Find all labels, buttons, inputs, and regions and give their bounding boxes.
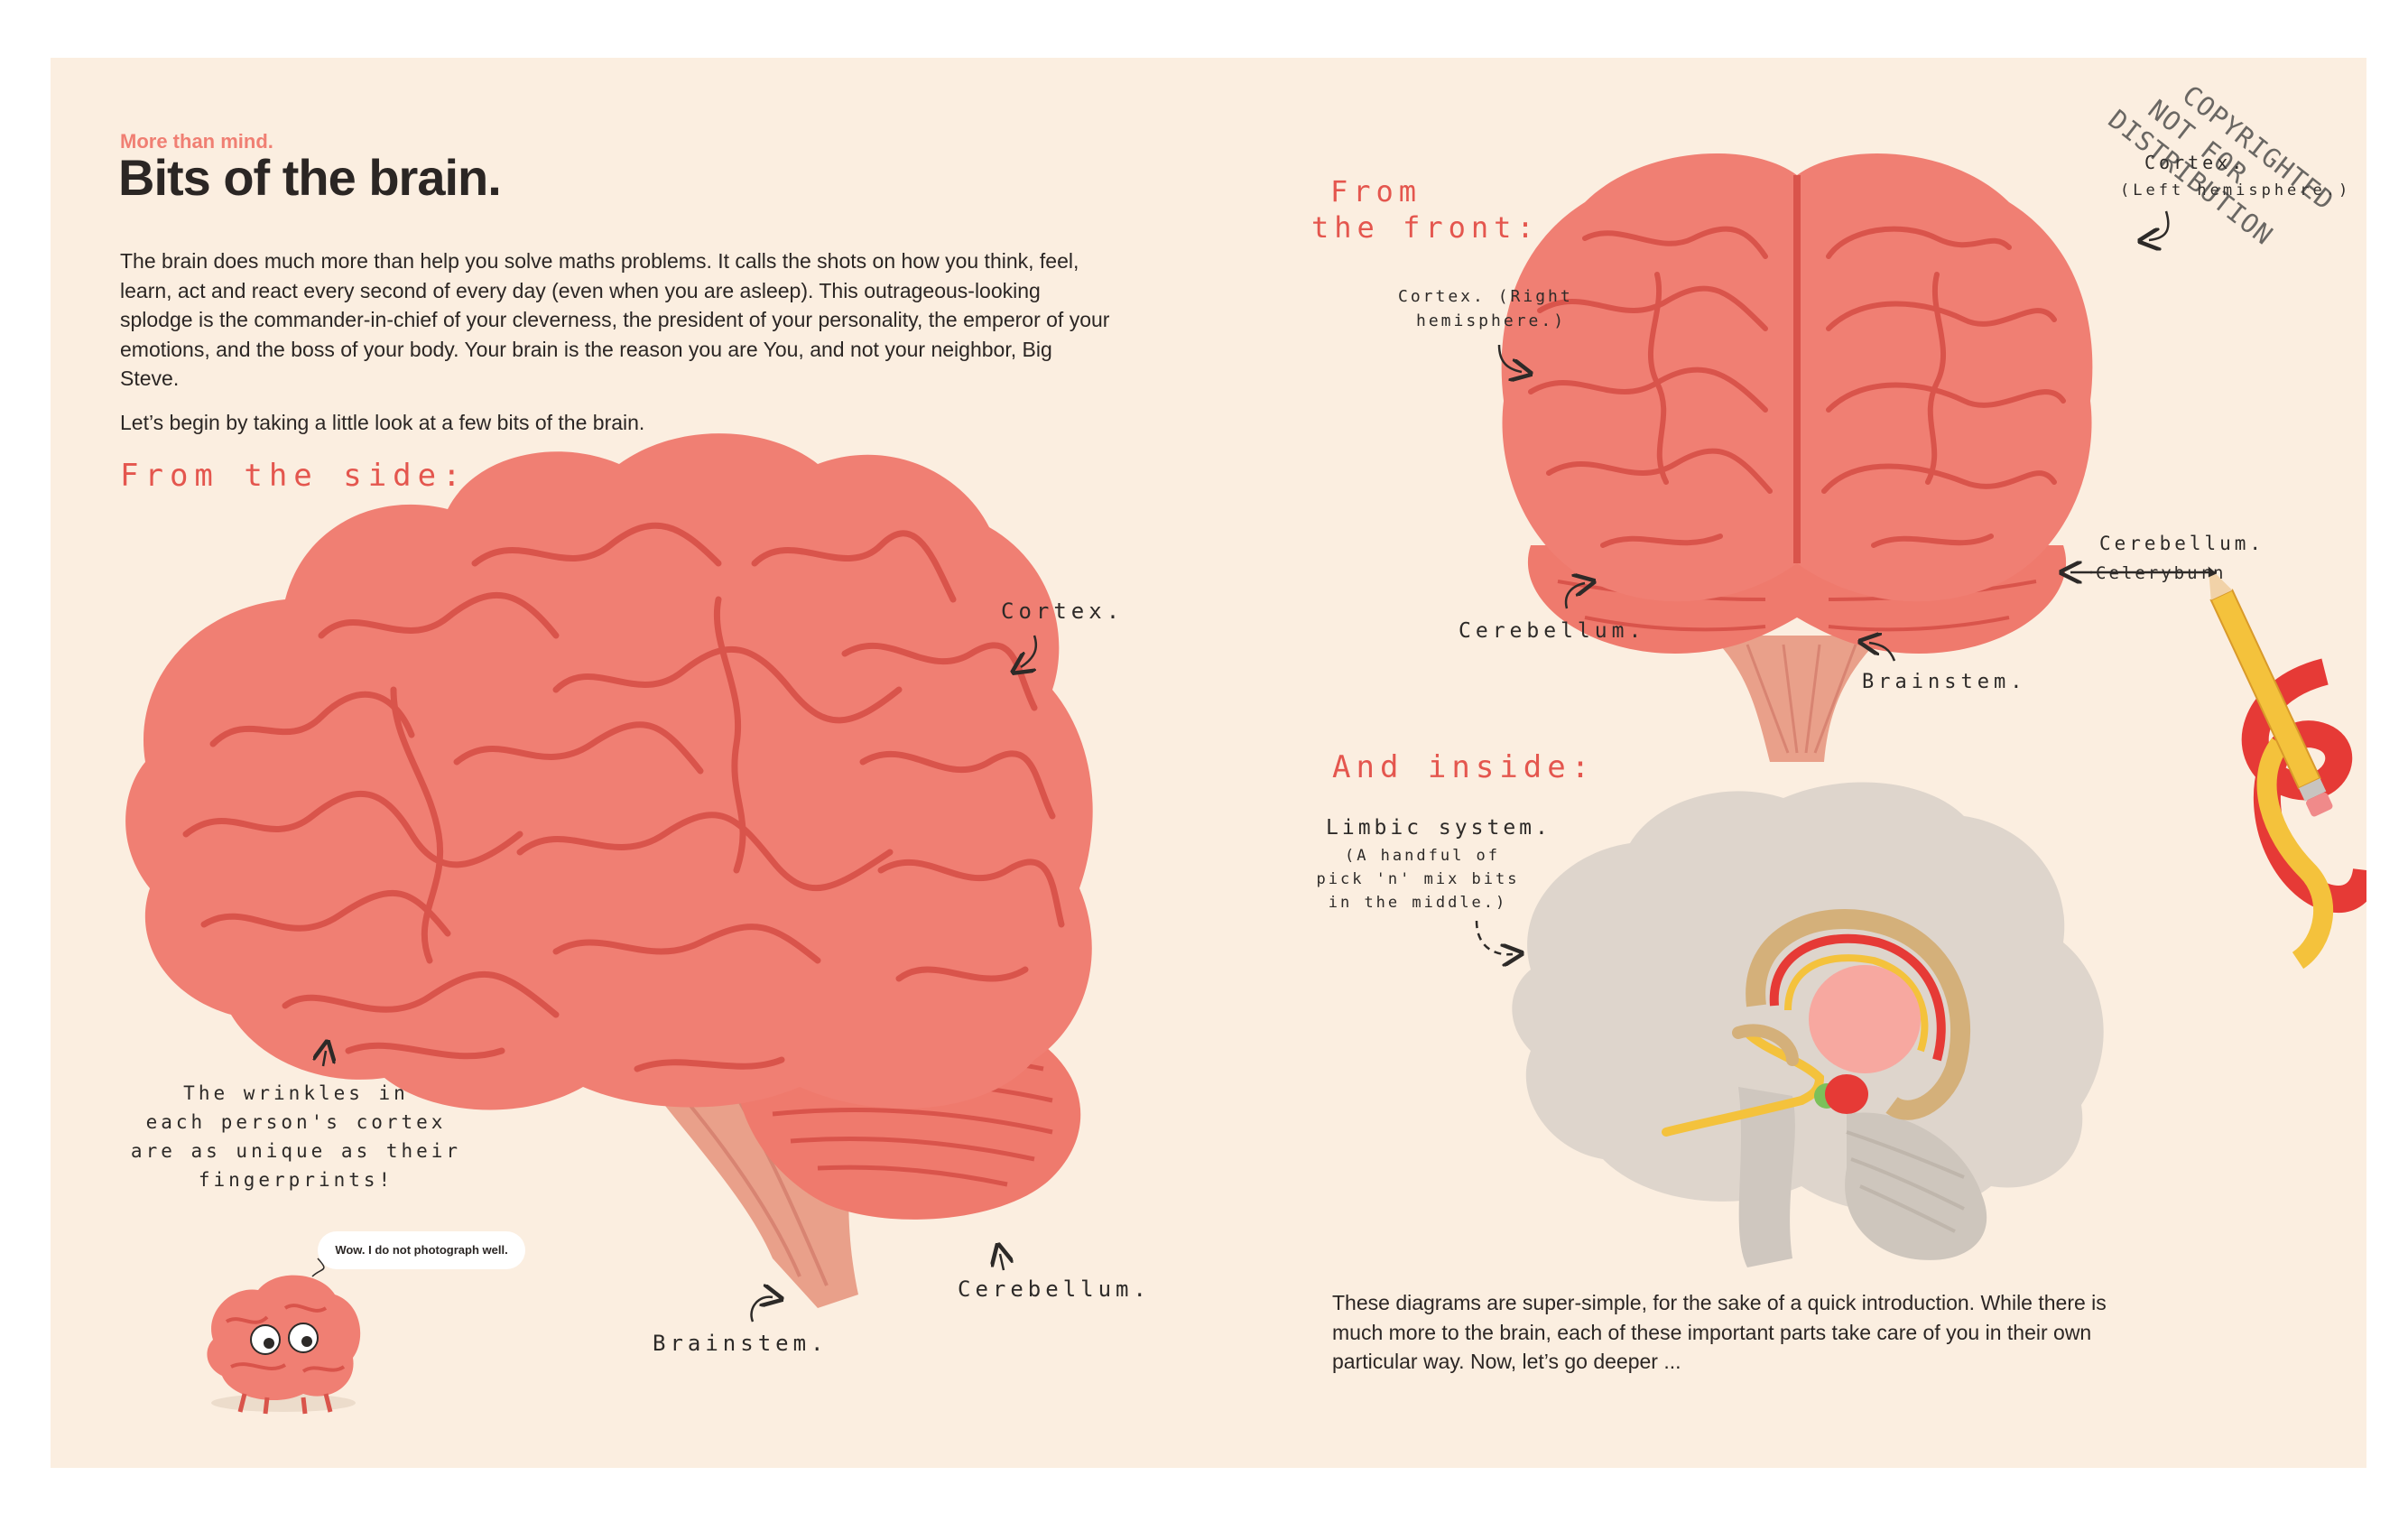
inside-brain-illustration: [1512, 782, 2104, 1267]
wrinkles-arrow: [323, 1051, 326, 1067]
front-label-cortex-left-line-2: (Left hemisphere.): [2120, 181, 2351, 200]
front-label-cortex-right: Cortex. (Right hemisphere.): [1398, 287, 1573, 330]
brain-character: [207, 1258, 361, 1415]
limbic-note-line-3: in the middle.): [1329, 894, 1508, 912]
wrinkles-note-line-1: The wrinkles in: [183, 1082, 409, 1104]
front-brainstem-arrow: [1869, 643, 1896, 662]
inside-label-limbic: Limbic system.: [1326, 816, 1551, 840]
front-label-cortex-left: Cortex. (Left hemisphere.): [2120, 152, 2351, 200]
front-label-brainstem: Brainstem.: [1862, 671, 2026, 693]
speech-bubble: Wow. I do not photograph well.: [318, 1231, 525, 1269]
side-label-cerebellum: Cerebellum.: [958, 1276, 1151, 1302]
illustrations: From the side:: [120, 79, 2366, 1415]
section-kicker: More than mind.: [120, 130, 273, 153]
limbic-note-line-1: (A handful of: [1345, 847, 1500, 865]
side-brain-illustration: [125, 433, 1093, 1308]
wrinkles-note-line-2: each person's cortex: [146, 1111, 447, 1133]
wrinkles-note-line-4: fingerprints!: [199, 1169, 394, 1191]
pencil-illustration: [2208, 566, 2366, 970]
wrinkles-note-line-3: are as unique as their: [131, 1140, 461, 1162]
limbic-note-line-2: pick 'n' mix bits: [1317, 870, 1520, 888]
front-label-cerebellum: Cerebellum.: [1459, 619, 1645, 643]
front-label-cerebellum-corrected: Cerebellum.: [2099, 533, 2264, 554]
brainstem-arrow: [750, 1297, 773, 1323]
page-title: Bits of the brain.: [118, 149, 502, 206]
outro-paragraph: These diagrams are super-simple, for the…: [1332, 1291, 2107, 1373]
side-label-brainstem: Brainstem.: [653, 1331, 829, 1356]
cerebellum-arrow: [1000, 1254, 1004, 1271]
cortex-left-arrow: [2149, 210, 2170, 240]
inside-view-heading: And inside:: [1332, 749, 1595, 785]
side-label-cortex: Cortex.: [1001, 599, 1124, 624]
front-cerebellum-arrow: [1564, 583, 1585, 609]
side-view-heading: From the side:: [120, 458, 468, 494]
book-spread: More than mind. Bits of the brain. The b…: [51, 58, 2366, 1468]
intro-paragraph: The brain does much more than help you s…: [120, 249, 1110, 390]
copyright-watermark: COPYRIGHTED NOT FOR DISTRIBUTION: [2103, 79, 2340, 251]
cortex-right-arrow: [1497, 344, 1522, 372]
front-view-heading-line-1: From: [1330, 174, 1422, 209]
front-view-heading-line-2: the front:: [1311, 210, 1540, 245]
cortex-arrow: [1021, 635, 1038, 667]
limbic-note: (A handful of pick 'n' mix bits in the m…: [1317, 847, 1520, 912]
front-label-cortex-right-line-1: Cortex. (Right: [1398, 287, 1573, 306]
limbic-arrow: [1475, 920, 1513, 954]
front-brain-illustration: [1501, 153, 2093, 762]
intro-paragraph-2: Let’s begin by taking a little look at a…: [120, 411, 645, 434]
front-label-cortex-right-line-2: hemisphere.): [1416, 311, 1566, 330]
front-label-cortex-left-line-1: Cortex.: [2144, 152, 2246, 173]
wrinkles-note: The wrinkles in each person's cortex are…: [131, 1082, 461, 1191]
